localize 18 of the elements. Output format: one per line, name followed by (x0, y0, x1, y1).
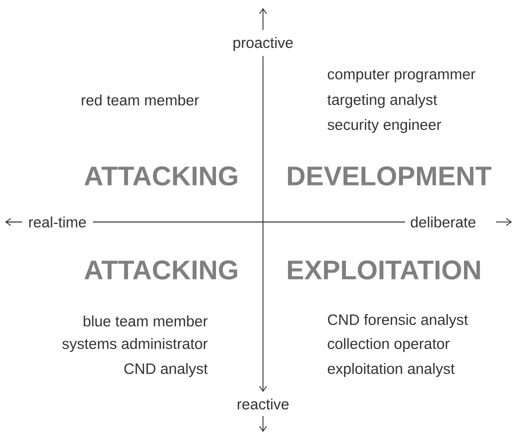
role-label: security engineer (328, 119, 442, 133)
role-label: CND forensic analyst (328, 314, 468, 328)
role-label: targeting analyst (327, 94, 438, 108)
quadrant-heading: ATTACKING (84, 260, 238, 280)
quadrant-heading: EXPLOITATION (288, 260, 480, 280)
quadrant-heading: ATTACKING (84, 166, 238, 186)
role-label: blue team member (84, 315, 208, 326)
axis-label: deliberate (410, 216, 476, 228)
quadrant-heading: DEVELOPMENT (288, 166, 492, 186)
role-label: exploitation analyst (328, 363, 455, 377)
role-label: red team member (82, 94, 199, 106)
role-label: computer programmer (328, 70, 476, 82)
role-label: collection operator (328, 338, 450, 352)
role-label: systems administrator (62, 338, 208, 352)
axis-label: real-time (29, 216, 86, 228)
role-label: CND analyst (124, 363, 208, 377)
axis-label: proactive (234, 37, 293, 51)
axis-label: reactive (238, 398, 289, 410)
